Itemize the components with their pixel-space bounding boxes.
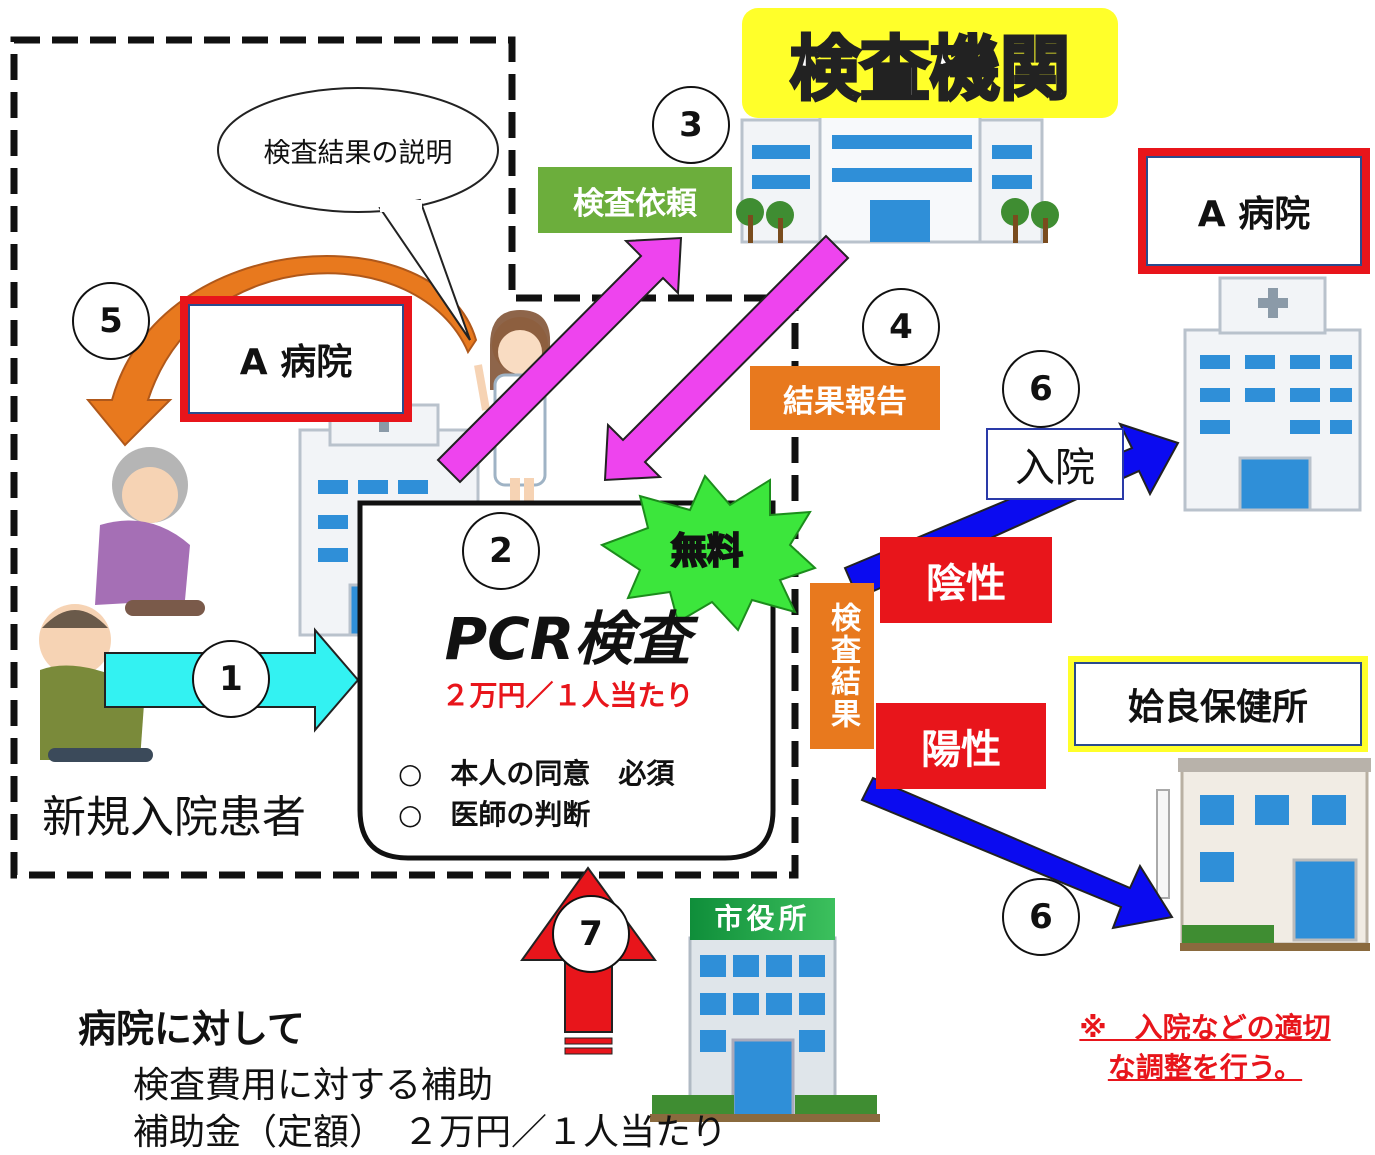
admission-label: 入院 (986, 428, 1124, 500)
speech-bubble (217, 87, 499, 213)
step-6-bottom-badge: 6 (1002, 878, 1080, 956)
request-tag: 検査依頼 (538, 167, 732, 233)
subsidy-line-1: 検査費用に対する補助 (133, 1065, 494, 1106)
step-3-badge: 3 (652, 86, 730, 164)
note-line-2: な調整を行う。 (1107, 1051, 1303, 1084)
step-7-badge: 7 (552, 895, 630, 973)
report-arrow (603, 234, 850, 482)
request-arrow (436, 236, 683, 484)
free-label: 無料 (670, 530, 744, 573)
pcr-title: PCR検査 (444, 605, 691, 673)
lab-building-icon (736, 108, 1059, 244)
hospital-right-building-icon (1183, 276, 1362, 512)
pcr-condition-doctor: ○ 医師の判断 (398, 798, 591, 831)
health-center-building-icon (1156, 758, 1371, 951)
positive-to-health-center-arrow (860, 776, 1174, 930)
step-4-badge: 4 (862, 288, 940, 366)
pcr-condition-consent: ○ 本人の同意 必須 (398, 757, 675, 790)
hospital-left-label: A 病院 (180, 296, 412, 422)
city-hall-building-icon (650, 898, 880, 1122)
health-center-label: 姶良保健所 (1068, 656, 1368, 752)
subsidy-heading: 病院に対して (78, 1007, 305, 1051)
city-hall-sign: 市役所 (714, 902, 811, 935)
elderly-woman-illustration (95, 447, 205, 616)
note-line-1: ※ 入院などの適切 (1079, 1011, 1331, 1044)
result-vertical-tag: 検査結果 (810, 583, 874, 749)
step-6-top-badge: 6 (1002, 350, 1080, 428)
lab-title: 検査機関 (789, 26, 1072, 111)
free-starburst (599, 474, 817, 632)
negative-tag: 陰性 (880, 537, 1052, 623)
step-2-badge: 2 (462, 512, 540, 590)
pcr-price: ２万円／１人当たり (441, 679, 694, 712)
report-tag: 結果報告 (750, 366, 940, 430)
subsidy-line-2: 補助金（定額） ２万円／１人当たり (133, 1112, 728, 1153)
step-1-badge: 1 (192, 640, 270, 718)
hospital-right-label: A 病院 (1138, 148, 1370, 274)
lab-title-box: 検査機関 (742, 8, 1118, 118)
speech-text: 検査結果の説明 (263, 138, 453, 169)
positive-tag: 陽性 (876, 703, 1046, 789)
new-patient-label: 新規入院患者 (42, 792, 306, 843)
step-5-badge: 5 (72, 282, 150, 360)
